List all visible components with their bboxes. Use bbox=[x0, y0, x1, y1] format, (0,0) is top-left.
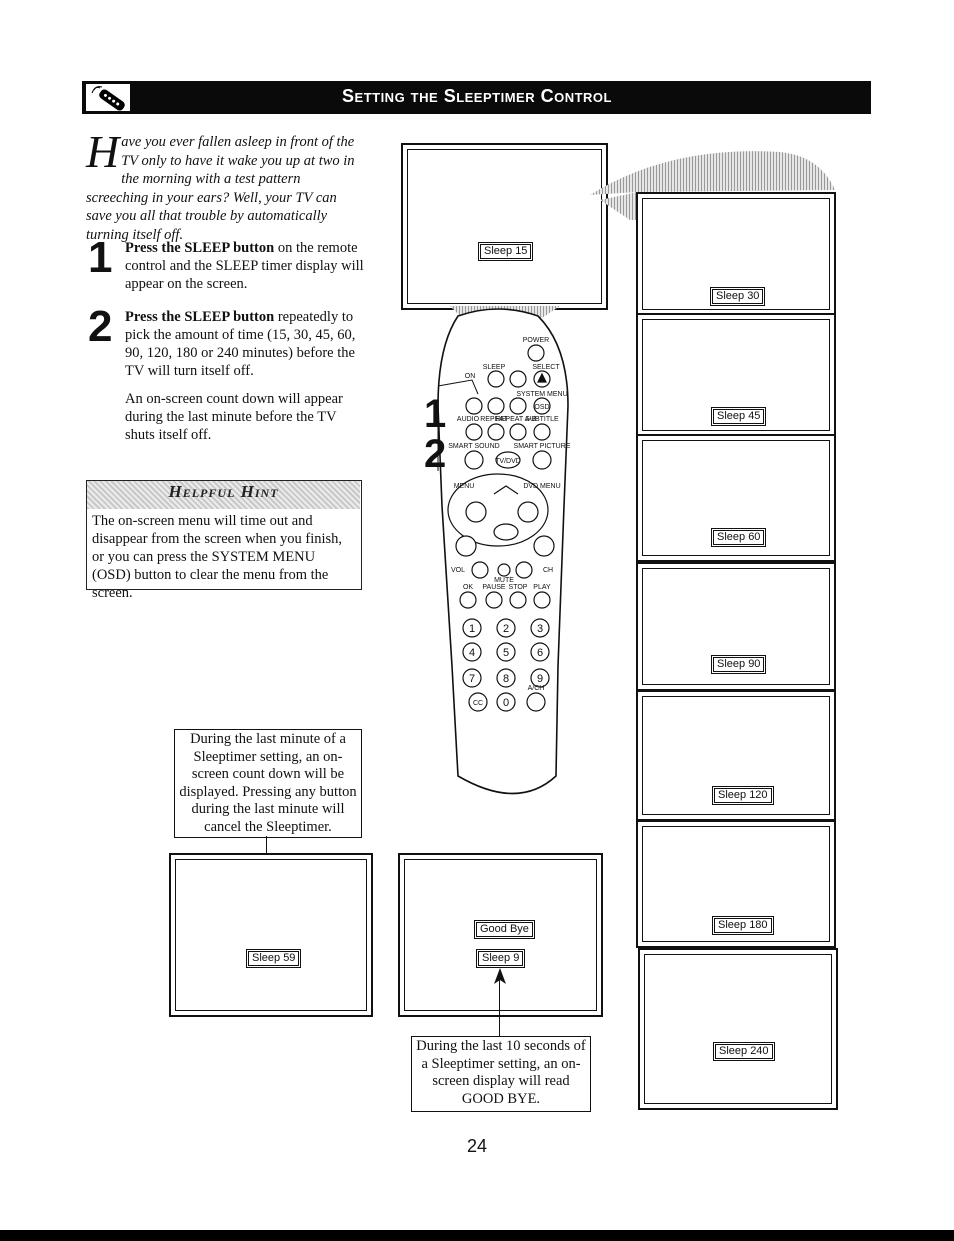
svg-text:0: 0 bbox=[503, 697, 509, 709]
svg-text:A/CH: A/CH bbox=[528, 685, 545, 692]
countdown-note: An on-screen count down will appear duri… bbox=[125, 391, 343, 443]
osd-sleep-90: Sleep 90 bbox=[710, 655, 767, 674]
svg-text:7: 7 bbox=[469, 673, 475, 685]
svg-text:AUDIO: AUDIO bbox=[457, 416, 480, 423]
svg-text:OK: OK bbox=[463, 584, 473, 591]
helpful-hint-box bbox=[86, 480, 362, 590]
svg-text:CH: CH bbox=[543, 567, 553, 574]
osd-sleep-9: Sleep 9 bbox=[475, 949, 526, 968]
svg-text:ON: ON bbox=[465, 373, 476, 380]
svg-text:1: 1 bbox=[469, 623, 475, 635]
page-number: 24 bbox=[466, 1136, 488, 1156]
page-title: Setting the Sleeptimer Control bbox=[342, 86, 612, 106]
svg-text:REPEAT: REPEAT bbox=[480, 416, 508, 423]
svg-text:SELECT: SELECT bbox=[532, 364, 560, 371]
hint-header bbox=[87, 481, 360, 509]
svg-text:VOL: VOL bbox=[451, 567, 465, 574]
svg-text:PLAY: PLAY bbox=[533, 584, 551, 591]
svg-text:PAUSE: PAUSE bbox=[482, 584, 506, 591]
svg-text:SYSTEM MENU: SYSTEM MENU bbox=[516, 391, 567, 398]
remote-control: POWER SLEEP SELECT ON SYSTEM MENU OSD AU… bbox=[437, 308, 571, 795]
osd-sleep-60: Sleep 60 bbox=[710, 528, 767, 547]
system-menu-osd-button[interactable] bbox=[533, 397, 551, 415]
osd-sleep-180: Sleep 180 bbox=[712, 916, 774, 935]
tv-stack-5 bbox=[636, 690, 836, 821]
tv-beam bbox=[590, 151, 835, 220]
step-2-text: Press the SLEEP button repeatedly to pic… bbox=[125, 308, 365, 380]
svg-text:SMART PICTURE: SMART PICTURE bbox=[514, 443, 571, 450]
osd-sleep-45: Sleep 45 bbox=[710, 407, 767, 426]
step-2-bold: Press the SLEEP button bbox=[125, 309, 275, 325]
osd-sleep-30: Sleep 30 bbox=[709, 287, 766, 306]
hint-title: Helpful Hint bbox=[168, 482, 279, 501]
step-2-number: 2 bbox=[88, 302, 113, 351]
header-bar bbox=[82, 81, 871, 114]
svg-text:TV/DVD: TV/DVD bbox=[495, 458, 521, 465]
osd-sleep-240: Sleep 240 bbox=[713, 1042, 775, 1061]
caption-last-minute: During the last minute of a Sleeptimer s… bbox=[174, 729, 362, 838]
svg-text:8: 8 bbox=[503, 673, 509, 685]
osd-sleep-59: Sleep 59 bbox=[245, 949, 302, 968]
osd-sleep-120: Sleep 120 bbox=[712, 786, 774, 805]
step-2-body: repeatedly to pick the amount of time (1… bbox=[125, 309, 356, 379]
svg-text:POWER: POWER bbox=[523, 337, 549, 344]
osd-sleep-15: Sleep 15 bbox=[477, 242, 534, 261]
svg-text:5: 5 bbox=[503, 647, 509, 659]
svg-text:OSD: OSD bbox=[534, 404, 549, 411]
arrow-up-icon bbox=[494, 968, 506, 984]
caption-last-ten-seconds: During the last 10 seconds of a Sleeptim… bbox=[411, 1036, 591, 1112]
sleep-button[interactable] bbox=[487, 370, 505, 388]
bottom-bar bbox=[0, 1230, 954, 1241]
step-1-body: on the remote control and the SLEEP time… bbox=[125, 240, 364, 292]
svg-text:SLEEP: SLEEP bbox=[483, 364, 506, 371]
svg-text:SMART SOUND: SMART SOUND bbox=[448, 443, 499, 450]
svg-text:CC: CC bbox=[473, 700, 483, 707]
svg-text:REPEAT A-B: REPEAT A-B bbox=[496, 416, 537, 423]
svg-text:MENU: MENU bbox=[454, 483, 475, 490]
tv-screen-sleep-15 bbox=[401, 143, 608, 310]
step-1-bold: Press the SLEEP button bbox=[125, 240, 275, 256]
intro-text: ave you ever fallen asleep in front of t… bbox=[86, 134, 355, 243]
osd-good-bye: Good Bye bbox=[474, 920, 535, 939]
svg-text:SUBTITLE: SUBTITLE bbox=[525, 416, 559, 423]
remote-hand-icon bbox=[86, 84, 130, 111]
step-1-number: 1 bbox=[88, 233, 113, 282]
svg-text:9: 9 bbox=[537, 673, 543, 685]
hint-body: The on-screen menu will time out and dis… bbox=[92, 513, 343, 601]
tv-stack-7 bbox=[638, 948, 838, 1110]
svg-text:DVD MENU: DVD MENU bbox=[523, 483, 560, 490]
callout-1: 1 bbox=[424, 392, 447, 436]
tv-screen-sleep-59 bbox=[169, 853, 373, 1017]
power-button[interactable] bbox=[527, 344, 545, 362]
arrow-line-up bbox=[499, 980, 500, 1036]
svg-text:4: 4 bbox=[469, 647, 475, 659]
svg-text:MUTE: MUTE bbox=[494, 577, 514, 584]
svg-text:2: 2 bbox=[503, 623, 509, 635]
svg-text:STOP: STOP bbox=[509, 584, 528, 591]
dropcap: H bbox=[86, 126, 120, 177]
svg-text:6: 6 bbox=[537, 647, 543, 659]
callout-2: 2 bbox=[424, 432, 447, 476]
svg-text:3: 3 bbox=[537, 623, 543, 635]
step-1-text: Press the SLEEP button on the remote con… bbox=[125, 239, 365, 293]
